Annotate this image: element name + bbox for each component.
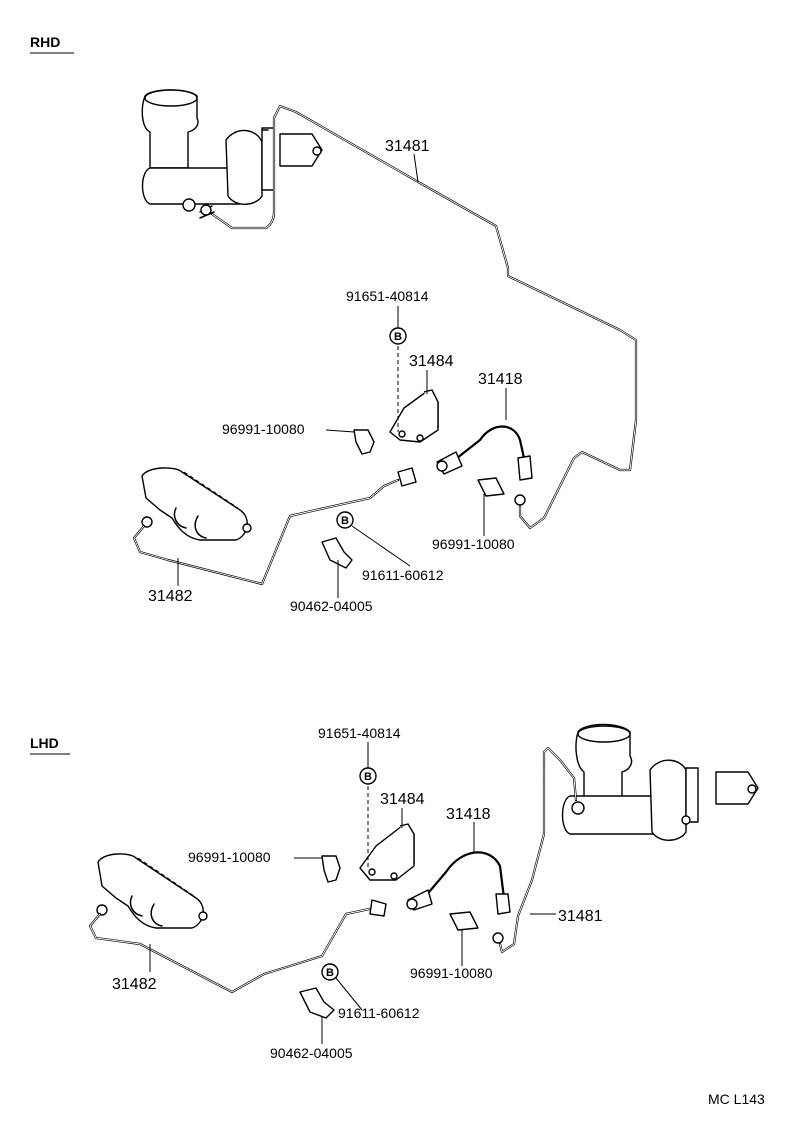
lhd-clamp-90462 (299, 987, 335, 1019)
rhd-leaders (177, 153, 507, 598)
rhd-label-91651: 91651-40814 (346, 288, 429, 304)
lhd-label-90462: 90462-04005 (270, 1045, 353, 1061)
rhd-clip-96991-b (477, 477, 505, 497)
lhd-label-91611: 91611-60612 (338, 1005, 420, 1021)
lhd-bolt-b2-mark: B (326, 967, 334, 979)
lhd-leaders (149, 742, 556, 1044)
rhd-clamp-90462 (321, 537, 353, 569)
rhd-clip-96991-a (353, 429, 375, 455)
rhd-label-31482: 31482 (148, 588, 193, 605)
lhd-label-31484: 31484 (380, 791, 425, 808)
lhd-bracket-31484 (359, 786, 415, 881)
lhd-bolt-b2: B (321, 963, 339, 981)
lhd-label-96991-a: 96991-10080 (188, 849, 271, 865)
lhd-label-31418: 31418 (446, 806, 491, 823)
lhd-release-cylinder (96, 853, 208, 929)
rhd-hose-31418 (436, 425, 533, 481)
rhd-label-91611: 91611-60612 (362, 567, 444, 583)
rhd-bracket-31484 (389, 346, 439, 443)
lhd-master-cylinder (561, 723, 759, 841)
lhd-section: LHD (30, 723, 759, 1061)
rhd-bolt-b2-mark: B (341, 515, 349, 527)
rhd-bolt-b2: B (336, 511, 354, 529)
lhd-clip-96991-b (449, 911, 479, 931)
rhd-section: RHD (30, 34, 638, 614)
lhd-label-96991-b: 96991-10080 (410, 965, 493, 981)
lhd-label-31482: 31482 (112, 976, 157, 993)
rhd-master-cylinder (141, 89, 323, 219)
rhd-pipe-31481 (200, 104, 638, 530)
rhd-label-31481: 31481 (385, 138, 430, 155)
rhd-label-31484: 31484 (409, 353, 454, 370)
lhd-title: LHD (30, 735, 59, 751)
diagram-code: MC L143 (708, 1091, 765, 1107)
rhd-bolt-b1: B (389, 327, 407, 345)
rhd-bolt-b1-mark: B (394, 331, 402, 343)
rhd-label-90462: 90462-04005 (290, 598, 373, 614)
lhd-bolt-b1: B (359, 767, 377, 785)
lhd-bolt-b1-mark: B (364, 771, 372, 783)
lhd-pipe-31482 (88, 899, 387, 994)
lhd-hose-31418 (406, 851, 511, 915)
rhd-label-31418: 31418 (478, 371, 523, 388)
lhd-label-31481: 31481 (558, 908, 603, 925)
rhd-title: RHD (30, 34, 60, 50)
rhd-label-96991-a: 96991-10080 (222, 421, 305, 437)
rhd-label-96991-b: 96991-10080 (432, 536, 515, 552)
rhd-release-cylinder (141, 467, 252, 541)
lhd-label-91651: 91651-40814 (318, 725, 401, 741)
lhd-clip-96991-a (321, 855, 341, 883)
rhd-pipe-31482 (132, 467, 417, 586)
lhd-pipe-31481 (492, 746, 578, 954)
